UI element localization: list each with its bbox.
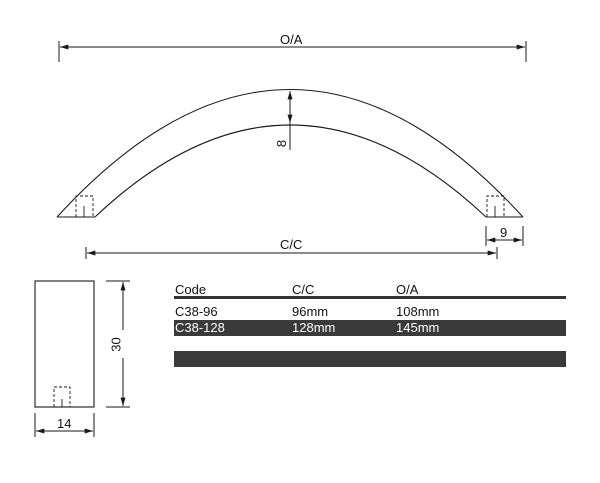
profile-view: [34, 280, 95, 408]
spec-table: Code C/C O/A: [174, 280, 566, 298]
cell-cc: 128mm: [292, 320, 336, 335]
cell-oa: 108mm: [396, 304, 440, 319]
header-cc: C/C: [292, 282, 315, 297]
left-thread-hole: [75, 195, 94, 217]
table-row: C38-96 96mm 108mm: [174, 304, 566, 320]
centre-to-centre-dimension: [85, 247, 498, 259]
overall-length-label: O/A: [280, 32, 303, 47]
header-rule: [174, 296, 566, 299]
table-row: C38-128 128mm 145mm: [174, 320, 566, 336]
profile-height-dimension: [106, 280, 130, 408]
table-row: [174, 351, 566, 367]
cell-code: C38-96: [175, 304, 218, 319]
table-header: Code C/C O/A: [174, 280, 566, 298]
foot-width-dimension: [485, 226, 524, 246]
cell-cc: 96mm: [292, 304, 329, 319]
cell-oa: 145mm: [396, 320, 440, 335]
profile-width-dimension: [34, 413, 95, 437]
centre-to-centre-label: C/C: [280, 237, 303, 252]
profile-height-label: 30: [108, 337, 124, 352]
header-code: Code: [175, 282, 207, 297]
thickness-label: 8: [274, 139, 290, 148]
right-thread-hole: [486, 195, 505, 217]
profile-width-label: 14: [57, 416, 72, 431]
overall-length-dimension: [58, 41, 527, 62]
foot-width-label: 9: [500, 225, 508, 240]
cell-code: C38-128: [175, 320, 225, 335]
header-oa: O/A: [396, 282, 419, 297]
